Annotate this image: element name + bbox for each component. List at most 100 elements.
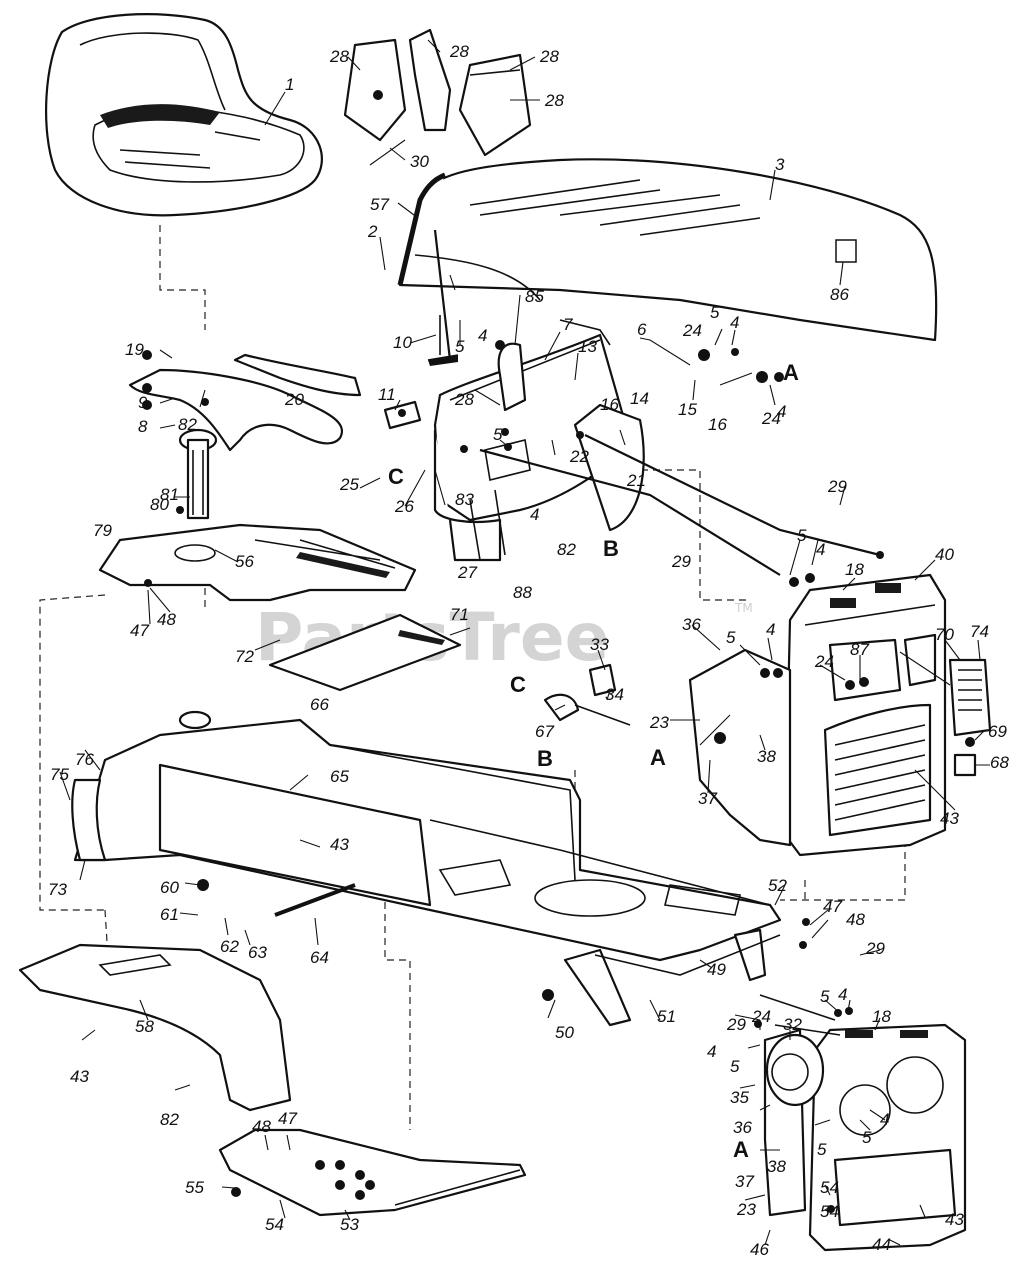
callout-label: 27 xyxy=(457,563,477,582)
callout-label: 21 xyxy=(626,471,646,490)
callout-label: 37 xyxy=(698,789,717,808)
callout-label: 14 xyxy=(630,389,649,408)
callout-label: 9 xyxy=(138,393,148,412)
callout-label: 7 xyxy=(563,315,573,334)
callout-label: 51 xyxy=(657,1007,676,1026)
callout-label: 70 xyxy=(935,625,954,644)
callout-label: 1 xyxy=(285,75,294,94)
callout-label: 29 xyxy=(827,477,847,496)
seat-part xyxy=(45,13,323,217)
callout-label: 32 xyxy=(783,1015,802,1034)
callout-label: 23 xyxy=(736,1200,756,1219)
callout-label: 4 xyxy=(816,540,825,559)
callout-label: 4 xyxy=(478,326,487,345)
callout-label: 5 xyxy=(730,1057,740,1076)
bracket-11 xyxy=(383,400,422,430)
callout-label: 55 xyxy=(185,1178,204,1197)
callout-label: 37 xyxy=(735,1172,754,1191)
callout-label: 75 xyxy=(50,765,69,784)
callout-label: 4 xyxy=(880,1110,889,1129)
headlight-70-part xyxy=(948,658,992,737)
callout-label: 88 xyxy=(513,583,532,602)
callout-label: 87 xyxy=(850,640,869,659)
callout-label: 4 xyxy=(530,505,539,524)
callout-label: 67 xyxy=(535,722,554,741)
callout-label: 26 xyxy=(394,497,414,516)
callout-label: 49 xyxy=(707,960,726,979)
fender-panel-part xyxy=(98,523,417,602)
callout-label: 38 xyxy=(757,747,776,766)
callout-label: 80 xyxy=(150,495,169,514)
callout-label: 82 xyxy=(557,540,576,559)
callout-label: 61 xyxy=(160,905,179,924)
seat-rail-part xyxy=(128,353,362,452)
chassis-frame xyxy=(71,710,782,1027)
callout-label: 82 xyxy=(160,1110,179,1129)
callout-label: 36 xyxy=(682,615,701,634)
callout-label: 16 xyxy=(708,415,727,434)
callout-label: 43 xyxy=(70,1067,89,1086)
callout-label: 5 xyxy=(820,987,830,1006)
callout-label: 5 xyxy=(493,425,503,444)
callout-label: 64 xyxy=(310,948,329,967)
watermark-tm: TM xyxy=(734,601,753,615)
callout-label: 24 xyxy=(761,409,781,428)
callout-label: 24 xyxy=(751,1007,771,1026)
callout-label: 48 xyxy=(252,1117,271,1136)
callout-label: 4 xyxy=(766,620,775,639)
callout-label: 33 xyxy=(590,635,609,654)
callout-label: 5 xyxy=(726,628,736,647)
callout-label: 10 xyxy=(393,333,412,352)
callout-label: 50 xyxy=(555,1023,574,1042)
callout-label: 79 xyxy=(93,521,112,540)
ref-letter: A xyxy=(650,745,666,770)
callout-label: 4 xyxy=(730,313,739,332)
callout-label: 18 xyxy=(845,560,864,579)
callout-label: 29 xyxy=(671,552,691,571)
grille-40-part xyxy=(783,573,947,857)
ref-letter: A xyxy=(783,360,799,385)
callout-label: 5 xyxy=(797,526,807,545)
callout-label: 23 xyxy=(649,713,669,732)
callout-label: 74 xyxy=(970,622,989,641)
grille-assembly-lower xyxy=(759,994,967,1252)
plate-66 xyxy=(268,613,462,692)
callout-label: 52 xyxy=(768,876,787,895)
callout-label: 83 xyxy=(455,490,474,509)
callout-label: 28 xyxy=(329,47,349,66)
callout-label: 4 xyxy=(777,402,786,421)
callout-label: 38 xyxy=(767,1157,786,1176)
callout-label: 47 xyxy=(278,1109,297,1128)
callout-label: 11 xyxy=(378,385,396,404)
callout-label: 43 xyxy=(940,809,959,828)
callout-label: 60 xyxy=(160,878,179,897)
callout-label: 36 xyxy=(733,1118,752,1137)
callout-label: 28 xyxy=(544,91,564,110)
callout-label: 73 xyxy=(48,880,67,899)
callout-label: 24 xyxy=(682,321,702,340)
callout-label: 43 xyxy=(330,835,349,854)
callout-label: 5 xyxy=(817,1140,827,1159)
callout-label: 29 xyxy=(726,1015,746,1034)
callout-label: 46 xyxy=(750,1240,769,1259)
callout-label: 5 xyxy=(862,1128,872,1147)
callout-label: 68 xyxy=(990,753,1009,772)
callout-label: 76 xyxy=(75,750,94,769)
callout-label: 57 xyxy=(370,195,389,214)
fuel-cap-part xyxy=(178,428,218,520)
callout-label: 48 xyxy=(846,910,865,929)
axle-rod-part xyxy=(274,883,356,917)
callout-label: 25 xyxy=(339,475,359,494)
callout-label: 20 xyxy=(284,390,304,409)
callout-label: 72 xyxy=(235,647,254,666)
callout-label: 47 xyxy=(823,897,842,916)
seat-bracket-parts xyxy=(343,28,532,166)
step-plate-part xyxy=(218,1128,527,1217)
callout-label: 48 xyxy=(157,610,176,629)
hood-pin-part xyxy=(427,315,459,366)
callout-label: 71 xyxy=(450,605,469,624)
callout-label: 30 xyxy=(410,152,429,171)
ref-letter: B xyxy=(537,746,553,771)
